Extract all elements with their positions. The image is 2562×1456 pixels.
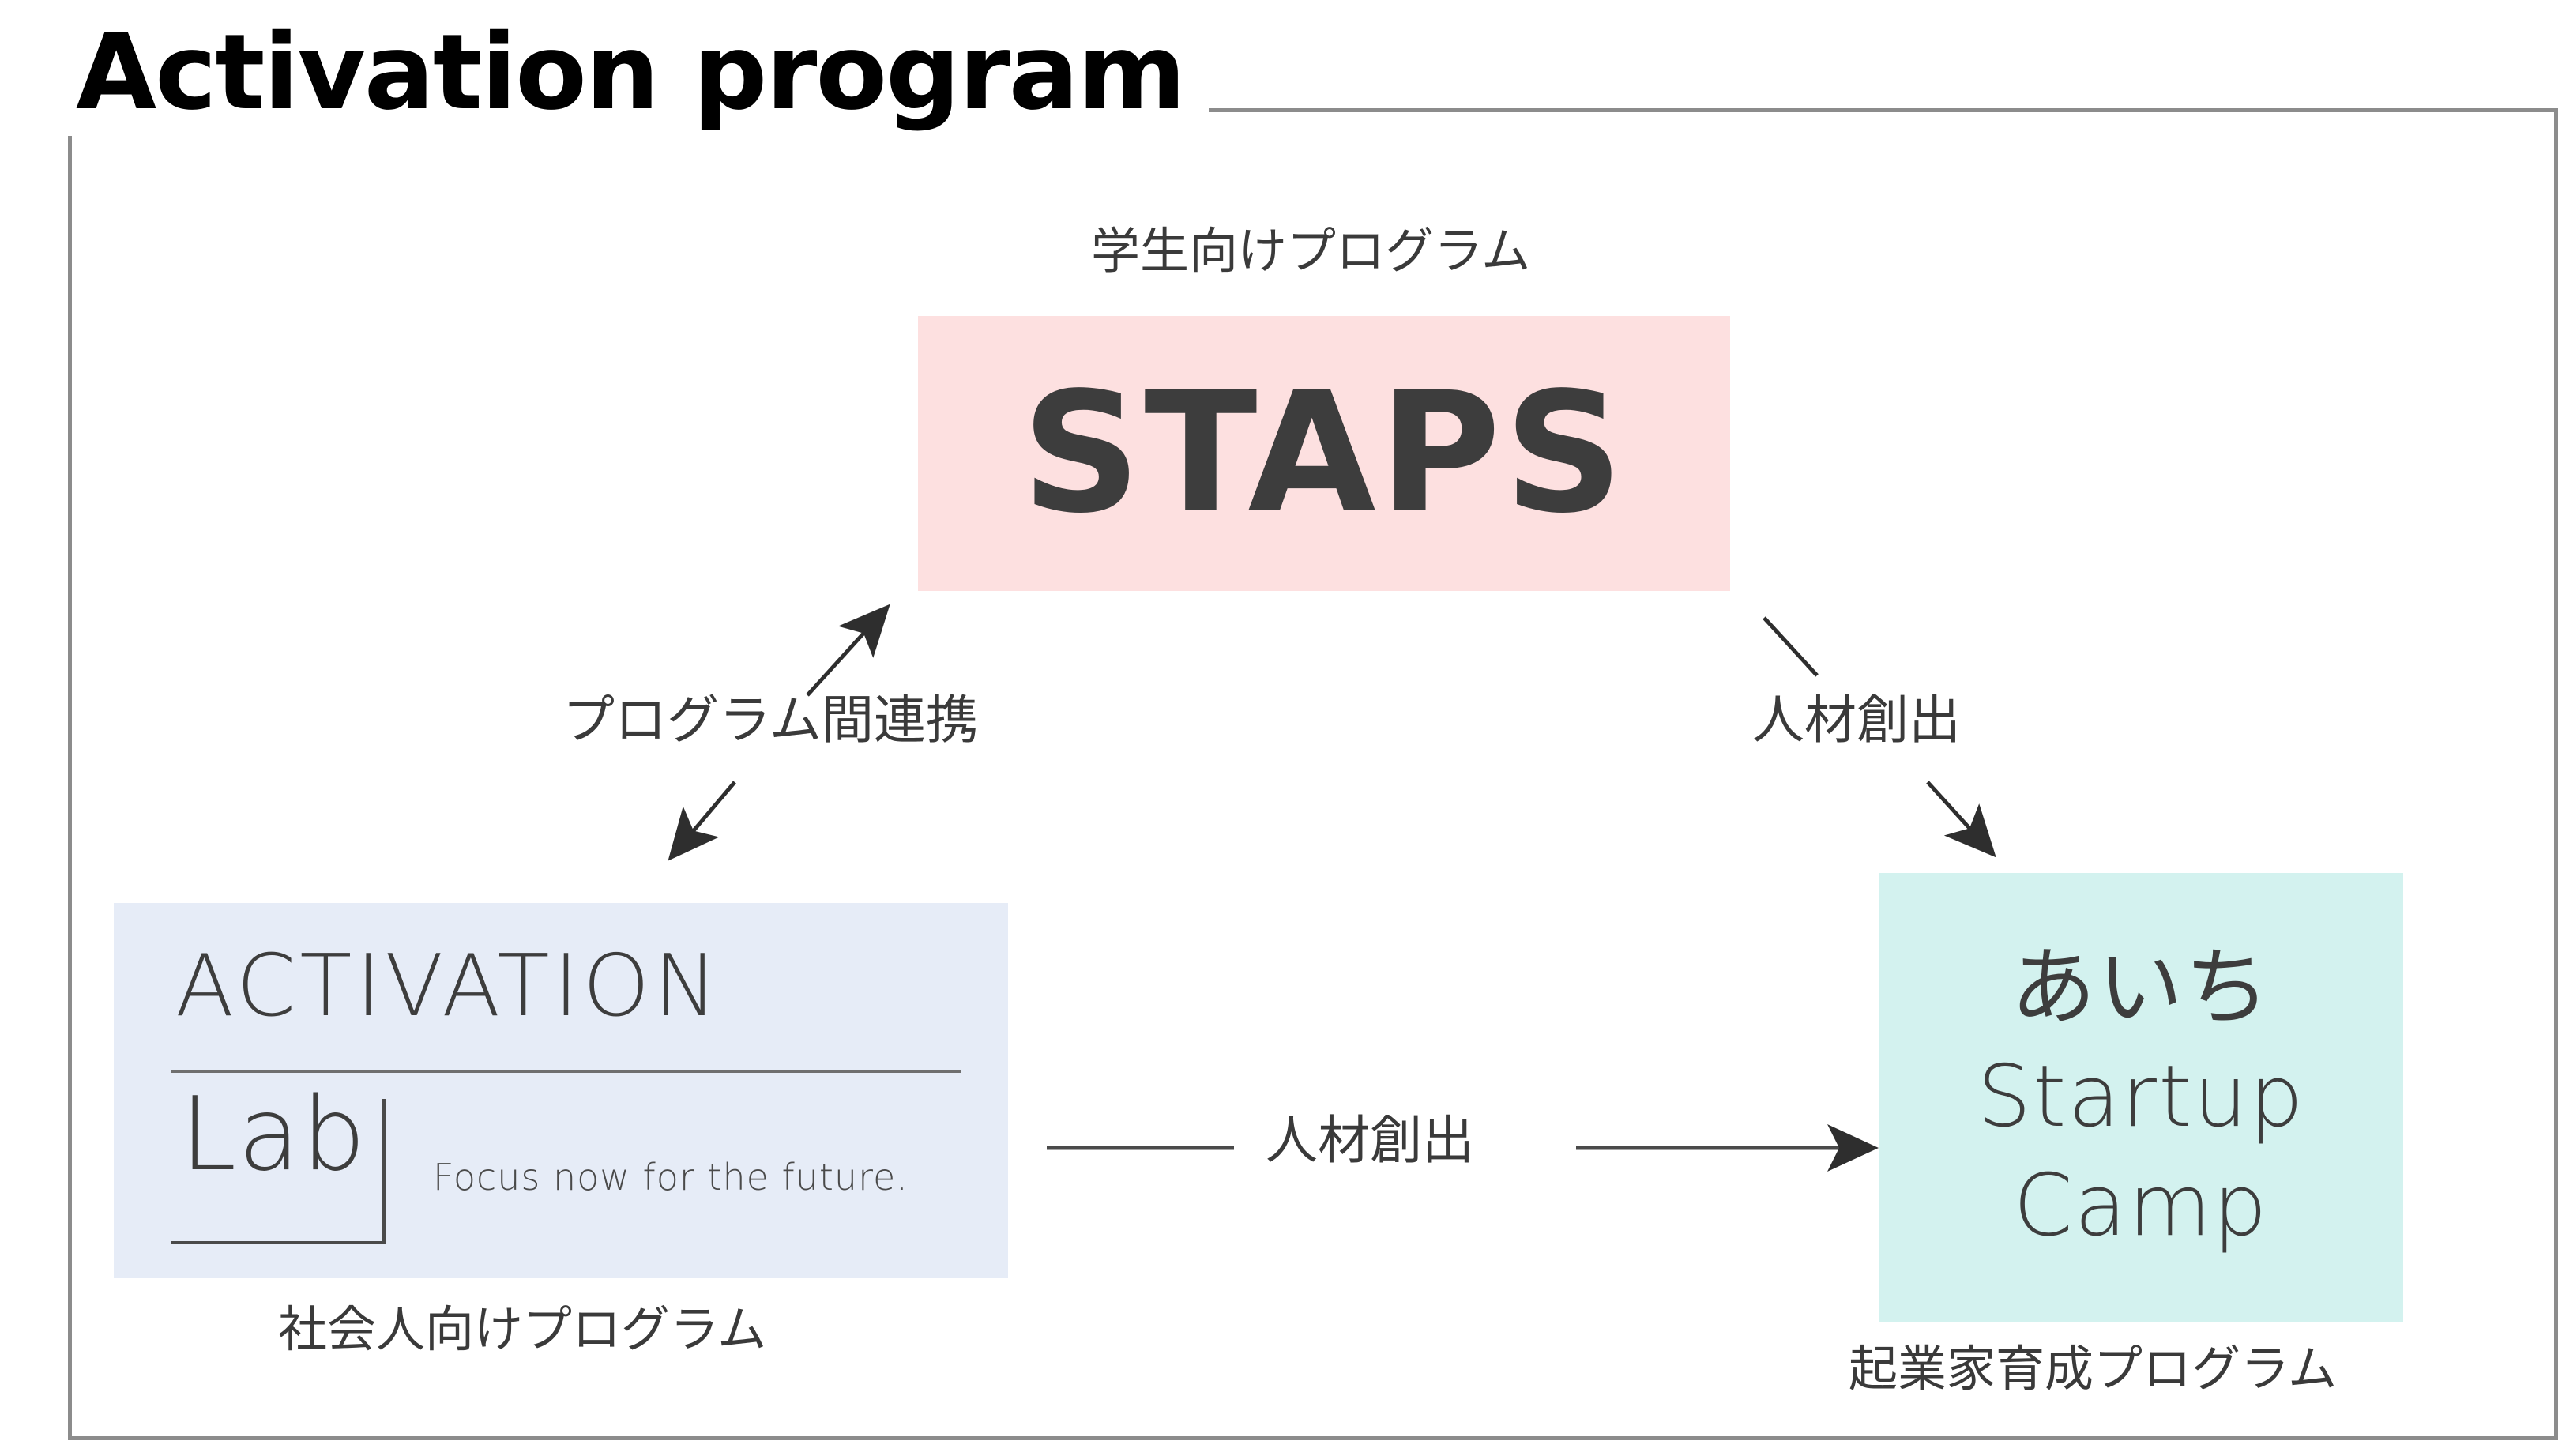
connector-staps-to-lab-down <box>668 781 736 861</box>
activation-lab-wordmark: ACTIVATION <box>175 937 722 1036</box>
connector-lab-to-staps-up <box>806 604 890 697</box>
connector-label-talent-creation-bottom: 人材創出 <box>1266 1111 1474 1169</box>
staps-brand-label: STAPS <box>1021 356 1627 550</box>
startup-camp-line-1: あいち <box>2010 938 2271 1037</box>
node-staps[interactable]: STAPS <box>918 316 1730 591</box>
startup-camp-line-3: Camp <box>2013 1157 2269 1256</box>
caption-activation-lab: 社会人向けプログラム <box>278 1303 767 1357</box>
node-startup-camp[interactable]: あいち Startup Camp <box>1879 873 2403 1322</box>
title-frame-notch <box>47 88 1209 136</box>
startup-camp-line-2: Startup <box>1977 1047 2305 1146</box>
connector-label-program-linkage: プログラム間連携 <box>562 690 979 749</box>
connector-staps-to-camp-arrow <box>1926 781 1996 858</box>
activation-lab-sub-bracket: Lab <box>171 1085 386 1244</box>
caption-staps: 学生向けプログラム <box>1091 224 1531 279</box>
caption-startup-camp: 起業家育成プログラム <box>1849 1342 2338 1397</box>
activation-lab-sub-label: Lab <box>180 1076 367 1194</box>
activation-lab-divider <box>171 1070 961 1073</box>
connector-staps-to-camp-leader <box>1763 616 1819 677</box>
node-activation-lab[interactable]: ACTIVATION Lab Focus now for the future. <box>114 903 1008 1278</box>
connector-label-talent-creation-right: 人材創出 <box>1752 690 1961 749</box>
activation-lab-tagline: Focus now for the future. <box>433 1156 909 1198</box>
page-title: Activation program <box>76 12 1186 134</box>
